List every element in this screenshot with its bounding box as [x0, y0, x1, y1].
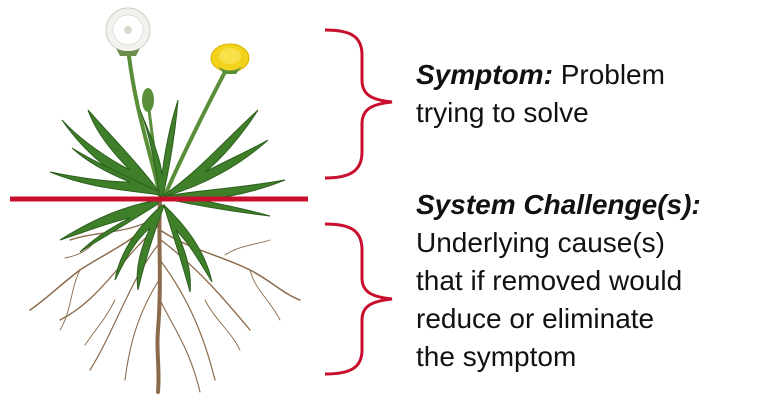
symptom-text-line2: trying to solve: [416, 94, 746, 132]
symptom-text-line1: Problem: [561, 59, 665, 90]
symptom-brace: [325, 30, 392, 178]
symptom-heading: Symptom:: [416, 59, 553, 90]
challenge-line: Underlying cause(s): [416, 224, 756, 262]
symptom-description: Symptom: Problem trying to solve: [416, 56, 746, 132]
challenge-line: the symptom: [416, 338, 756, 376]
challenge-brace: [325, 224, 392, 374]
challenge-line: reduce or eliminate: [416, 300, 756, 338]
challenge-description: System Challenge(s): Underlying cause(s)…: [416, 186, 756, 376]
challenge-heading: System Challenge(s):: [416, 186, 756, 224]
challenge-line: that if removed would: [416, 262, 756, 300]
